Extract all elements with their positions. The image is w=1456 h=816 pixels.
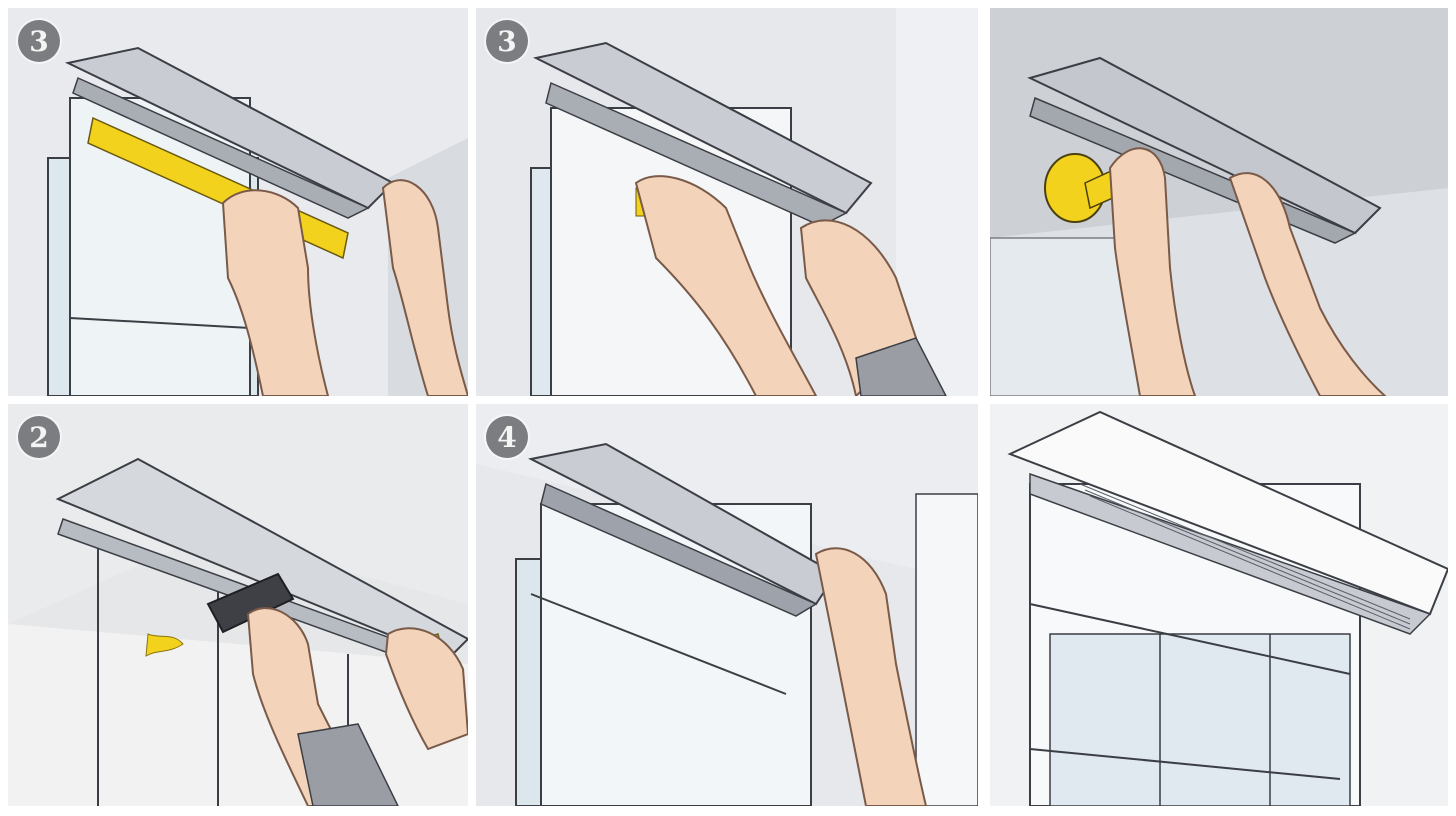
clip-illustration — [476, 404, 978, 806]
hand-right — [384, 627, 468, 751]
align-illustration — [476, 8, 978, 396]
step-badge: 3 — [18, 20, 60, 62]
step-badge: 3 — [486, 20, 528, 62]
step-panel-clip: 4 — [476, 404, 978, 806]
hand-left — [1108, 147, 1197, 396]
hand-left — [221, 189, 330, 396]
tape-illustration — [990, 8, 1448, 396]
step-panel-tape — [990, 8, 1448, 396]
hand-right — [1228, 172, 1387, 396]
step-badge: 2 — [18, 416, 60, 458]
hand-right — [381, 179, 468, 396]
hand-right — [814, 547, 928, 806]
measure-illustration — [8, 8, 468, 396]
sawdust — [145, 633, 184, 657]
step-panel-drill: 2 — [8, 404, 468, 806]
drill-illustration — [8, 404, 468, 806]
finished-illustration — [990, 404, 1448, 806]
hand-left — [634, 175, 818, 396]
step-panel-finished — [990, 404, 1448, 806]
drill-icon — [206, 572, 295, 634]
step-badge: 4 — [486, 416, 528, 458]
step-panel-measure: 3 — [8, 8, 468, 396]
step-panel-align: 3 — [476, 8, 978, 396]
